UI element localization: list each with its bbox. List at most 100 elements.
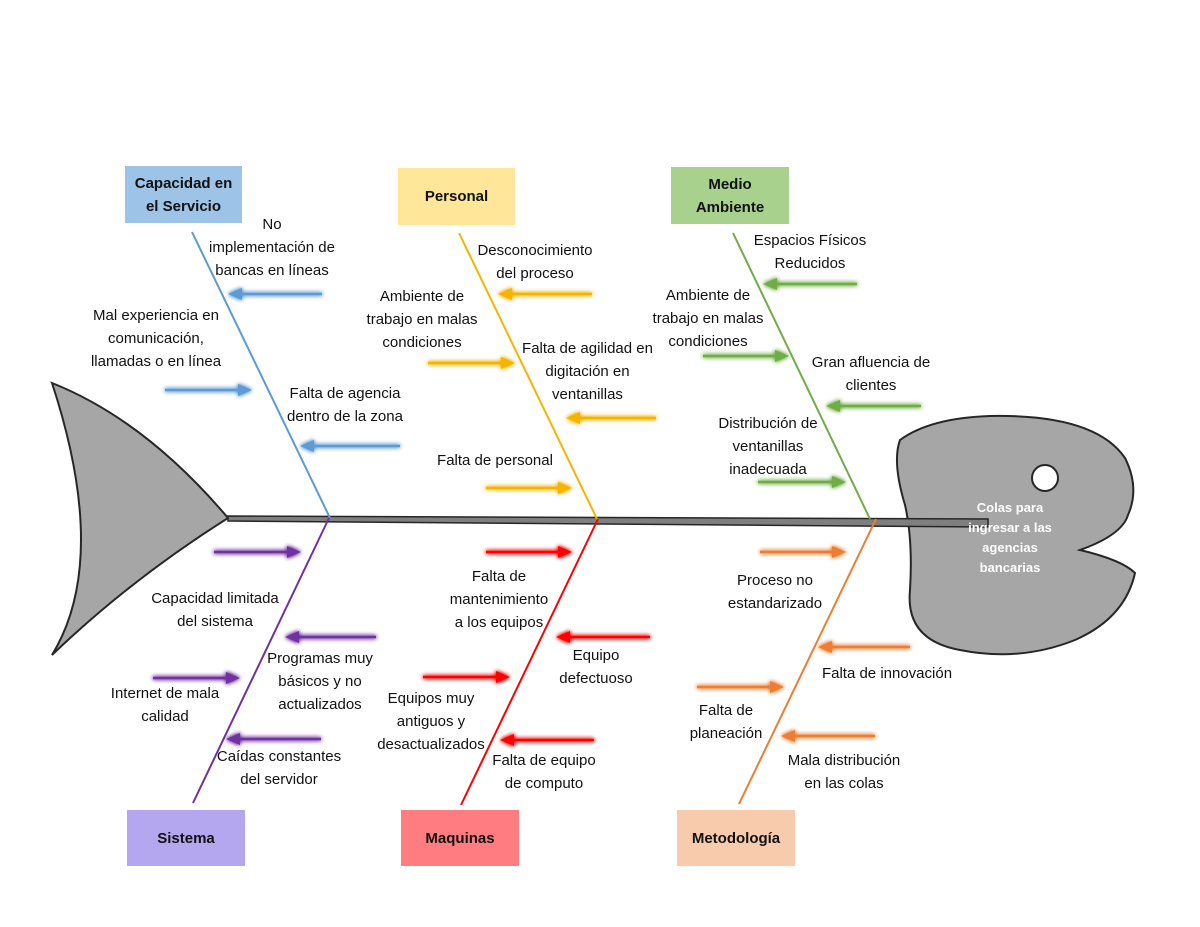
cause-text: bancas en líneas (215, 262, 329, 279)
category-capacidad-line-2: el Servicio (145, 197, 222, 215)
category-medio-line-2: Ambiente (695, 198, 765, 216)
cause-text: de computo (504, 775, 584, 792)
effect-line-1: Colas para (976, 500, 1044, 515)
bone-medio (732, 232, 871, 520)
cause-text: Falta de (698, 702, 754, 719)
cause-text: actualizados (278, 696, 362, 713)
cause-text: a los equipos (454, 614, 544, 631)
fish-head (896, 414, 1137, 656)
arrow-metodologia-3 (697, 681, 784, 693)
cause-text: implementación de (209, 239, 335, 256)
cause-text: calidad (141, 708, 189, 725)
arrow-maquinas-1 (486, 546, 572, 558)
bone-maquinas (460, 518, 599, 806)
cause-text: condiciones (668, 333, 748, 350)
spine (227, 515, 989, 528)
effect-label: Colas para ingresar a las agencias banca… (960, 498, 1060, 578)
cause-text: Ambiente de (665, 287, 751, 304)
cause-text: del servidor (240, 771, 318, 788)
arrow-maquinas-3 (423, 671, 510, 683)
arrow-metodologia-1 (760, 546, 846, 558)
cause-text: Falta de agencia (289, 385, 401, 402)
cause-text: clientes (845, 377, 897, 394)
arrow-personal-3 (566, 412, 656, 424)
cause-medio-2: Ambiente de trabajo en malas condiciones (638, 284, 778, 353)
effect-line-2: ingresar a las (968, 520, 1052, 535)
cause-text: digitación en (545, 363, 630, 380)
cause-text: planeación (689, 725, 763, 742)
arrow-sistema-1 (214, 546, 301, 558)
cause-maquinas-1: Falta de mantenimiento a los equipos (433, 565, 565, 634)
cause-personal-3: Falta de agilidad en digitación en venta… (510, 337, 665, 406)
bone-metodologia (738, 518, 877, 805)
cause-text: comunicación, (108, 330, 204, 347)
category-capacidad-line-1: Capacidad en (134, 174, 233, 192)
cause-personal-2: Ambiente de trabajo en malas condiciones (352, 285, 492, 354)
cause-text: del sistema (177, 613, 253, 630)
category-maquinas-box: Maquinas (401, 810, 519, 866)
cause-maquinas-3: Equipos muy antiguos y desactualizados (364, 687, 498, 756)
cause-text: No (262, 216, 282, 233)
arrow-personal-1 (498, 288, 592, 300)
arrow-metodologia-2 (818, 641, 910, 653)
effect-line-3: agencias (982, 540, 1038, 555)
bone-capacidad (191, 231, 331, 519)
category-sistema-box: Sistema (127, 810, 245, 866)
cause-text: Falta de (471, 568, 527, 585)
category-personal-label: Personal (424, 188, 489, 205)
cause-text: básicos y no (278, 673, 362, 690)
cause-text: condiciones (382, 334, 462, 351)
cause-text: Internet de mala (110, 685, 220, 702)
cause-text: Falta de innovación (821, 665, 953, 682)
cause-metodologia-1: Proceso no estandarizado (705, 569, 845, 615)
cause-text: llamadas o en línea (90, 353, 222, 370)
cause-medio-1: Espacios Físicos Reducidos (740, 229, 880, 275)
category-medio-box: Medio Ambiente (671, 167, 789, 224)
fish-tail (50, 381, 230, 656)
cause-text: del proceso (496, 265, 574, 282)
cause-text: dentro de la zona (287, 408, 403, 425)
arrow-metodologia-4 (781, 730, 875, 742)
arrow-medio-1 (763, 278, 857, 290)
arrow-sistema-4 (226, 733, 321, 745)
cause-sistema-2: Programas muy básicos y no actualizados (250, 647, 390, 716)
category-medio-line-1: Medio (708, 175, 752, 193)
cause-metodologia-4: Mala distribución en las colas (772, 749, 916, 795)
cause-capacidad-3: Falta de agencia dentro de la zona (270, 382, 420, 428)
bone-sistema (192, 517, 330, 804)
arrow-maquinas-2 (556, 631, 650, 643)
arrow-medio-4 (758, 476, 846, 488)
cause-text: Caídas constantes (216, 748, 342, 765)
cause-text: Ambiente de (379, 288, 465, 305)
cause-text: estandarizado (727, 595, 823, 612)
cause-medio-3: Gran afluencia de clientes (796, 351, 946, 397)
cause-capacidad-2: Mal experiencia en comunicación, llamada… (76, 304, 236, 373)
cause-text: defectuoso (559, 670, 633, 687)
cause-metodologia-2: Falta de innovación (807, 662, 967, 685)
cause-text: desactualizados (377, 736, 485, 753)
cause-text: en las colas (804, 775, 884, 792)
category-metodologia-label: Metodología (691, 829, 781, 847)
cause-text: ventanillas (732, 438, 804, 455)
category-personal-box: Personal (398, 168, 515, 225)
cause-text: Gran afluencia de (811, 354, 931, 371)
cause-text: Falta de equipo (492, 752, 596, 769)
cause-text: Falta de personal (437, 452, 553, 469)
cause-text: Programas muy (267, 650, 373, 667)
cause-personal-1: Desconocimiento del proceso (465, 239, 605, 285)
cause-maquinas-2: Equipo defectuoso (540, 644, 652, 690)
cause-text: Desconocimiento (477, 242, 593, 259)
arrow-sistema-3 (153, 672, 240, 684)
cause-text: trabajo en malas (652, 310, 764, 327)
category-sistema-label: Sistema (157, 829, 215, 847)
category-capacidad-box: Capacidad en el Servicio (125, 166, 242, 223)
arrow-medio-2 (703, 350, 789, 362)
cause-text: Espacios Físicos (753, 232, 867, 249)
arrow-sistema-2 (285, 631, 376, 643)
cause-text: Distribución de (718, 415, 818, 432)
cause-text: Proceso no (737, 572, 813, 589)
cause-text: Equipos muy (387, 690, 475, 707)
cause-text: trabajo en malas (366, 311, 478, 328)
